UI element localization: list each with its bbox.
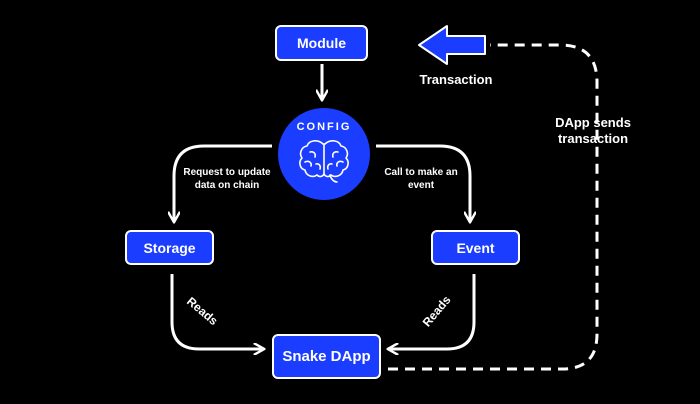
arrow-config-to-storage (174, 144, 272, 220)
dapp-sends-transaction-label: DApp sends transaction (555, 115, 631, 147)
config-node: CONFIG (278, 108, 370, 200)
module-node: Module (275, 25, 368, 61)
dashed-transaction-loop (388, 43, 599, 371)
snake-dapp-node: Snake DApp (272, 334, 381, 379)
call-event-label: Call to make an event (384, 167, 458, 191)
arrow-event-to-snake (390, 274, 476, 349)
arrow-config-to-event (376, 144, 470, 220)
event-node: Event (431, 230, 520, 265)
arrow-storage-to-snake (170, 274, 262, 349)
config-label: CONFIG (296, 121, 352, 133)
storage-node: Storage (125, 230, 214, 265)
transaction-label: Transaction (419, 72, 493, 87)
big-arrow-left-icon (418, 25, 486, 65)
brain-icon (299, 140, 349, 183)
request-update-label: Request to update data on chain (183, 167, 271, 191)
